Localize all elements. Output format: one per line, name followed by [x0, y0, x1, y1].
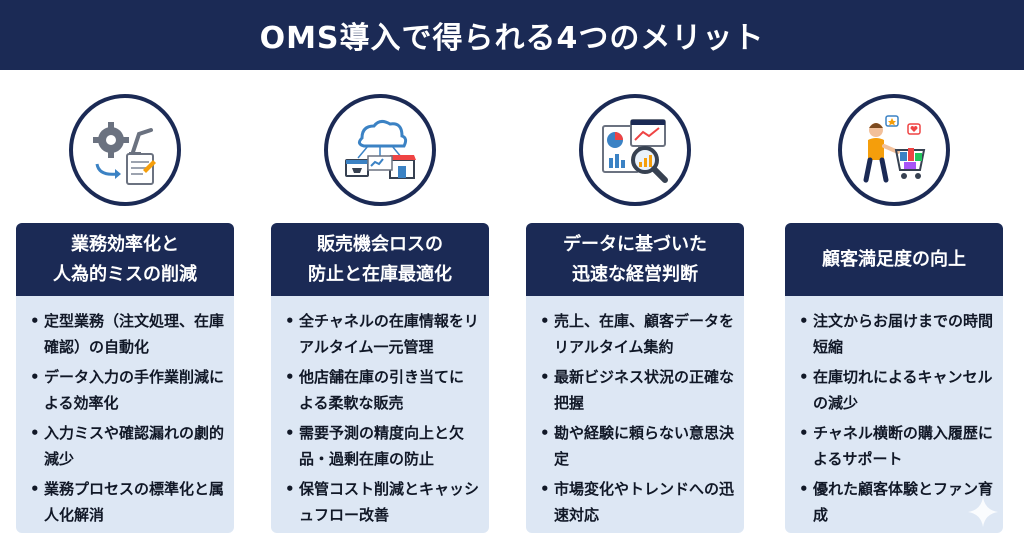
list-item: 全チャネルの在庫情報をリアルタイム一元管理 — [285, 308, 479, 360]
benefit-card: データに基づいた 迅速な経営判断 売上、在庫、顧客データをリアルタイム集約 最新… — [526, 223, 744, 533]
sparkle-icon — [968, 497, 998, 527]
card-title: 販売機会ロスの 防止と在庫最適化 — [308, 233, 452, 285]
benefit-list: 注文からお届けまでの時間短縮 在庫切れによるキャンセルの減少 チャネル横断の購入… — [785, 296, 1003, 528]
header-banner: OMS導入で得られる4つのメリット — [0, 0, 1024, 70]
benefit-column-efficiency: 業務効率化と 人為的ミスの削減 定型業務（注文処理、在庫確認）の自動化 データ入… — [16, 94, 234, 534]
benefit-column-inventory: 販売機会ロスの 防止と在庫最適化 全チャネルの在庫情報をリアルタイム一元管理 他… — [271, 94, 489, 534]
card-header: 業務効率化と 人為的ミスの削減 — [16, 223, 234, 296]
benefit-column-decision: データに基づいた 迅速な経営判断 売上、在庫、顧客データをリアルタイム集約 最新… — [526, 94, 744, 534]
benefit-list: 売上、在庫、顧客データをリアルタイム集約 最新ビジネス状況の正確な把握 勘や経験… — [526, 296, 744, 528]
cloud-network-icon — [324, 94, 436, 206]
list-item: 需要予測の精度向上と欠品・過剰在庫の防止 — [285, 420, 479, 472]
list-item: 売上、在庫、顧客データをリアルタイム集約 — [540, 308, 734, 360]
benefit-card: 販売機会ロスの 防止と在庫最適化 全チャネルの在庫情報をリアルタイム一元管理 他… — [271, 223, 489, 533]
card-title: データに基づいた 迅速な経営判断 — [563, 233, 707, 285]
analytics-magnifier-icon — [579, 94, 691, 206]
list-item: 市場変化やトレンドへの迅速対応 — [540, 476, 734, 528]
list-item: 最新ビジネス状況の正確な把握 — [540, 364, 734, 416]
benefit-column-satisfaction: 顧客満足度の向上 注文からお届けまでの時間短縮 在庫切れによるキャンセルの減少 … — [785, 94, 1003, 534]
benefit-list: 全チャネルの在庫情報をリアルタイム一元管理 他店舗在庫の引き当てによる柔軟な販売… — [271, 296, 489, 528]
card-header: 販売機会ロスの 防止と在庫最適化 — [271, 223, 489, 296]
card-header: 顧客満足度の向上 — [785, 223, 1003, 296]
page-title: OMS導入で得られる4つのメリット — [259, 21, 765, 56]
list-item: データ入力の手作業削減による効率化 — [30, 364, 224, 416]
list-item: 他店舗在庫の引き当てによる柔軟な販売 — [285, 364, 479, 416]
benefit-list: 定型業務（注文処理、在庫確認）の自動化 データ入力の手作業削減による効率化 入力… — [16, 296, 234, 528]
benefit-card: 業務効率化と 人為的ミスの削減 定型業務（注文処理、在庫確認）の自動化 データ入… — [16, 223, 234, 533]
list-item: 保管コスト削減とキャッシュフロー改善 — [285, 476, 479, 528]
shopper-cart-icon — [838, 94, 950, 206]
list-item: 入力ミスや確認漏れの劇的減少 — [30, 420, 224, 472]
card-header: データに基づいた 迅速な経営判断 — [526, 223, 744, 296]
list-item: 在庫切れによるキャンセルの減少 — [799, 364, 993, 416]
benefit-card: 顧客満足度の向上 注文からお届けまでの時間短縮 在庫切れによるキャンセルの減少 … — [785, 223, 1003, 533]
list-item: チャネル横断の購入履歴によるサポート — [799, 420, 993, 472]
card-title: 業務効率化と 人為的ミスの削減 — [53, 233, 197, 285]
gear-robot-document-icon — [69, 94, 181, 206]
list-item: 定型業務（注文処理、在庫確認）の自動化 — [30, 308, 224, 360]
list-item: 優れた顧客体験とファン育成 — [799, 476, 993, 528]
list-item: 勘や経験に頼らない意思決定 — [540, 420, 734, 472]
list-item: 業務プロセスの標準化と属人化解消 — [30, 476, 224, 528]
card-title: 顧客満足度の向上 — [822, 248, 966, 270]
list-item: 注文からお届けまでの時間短縮 — [799, 308, 993, 360]
